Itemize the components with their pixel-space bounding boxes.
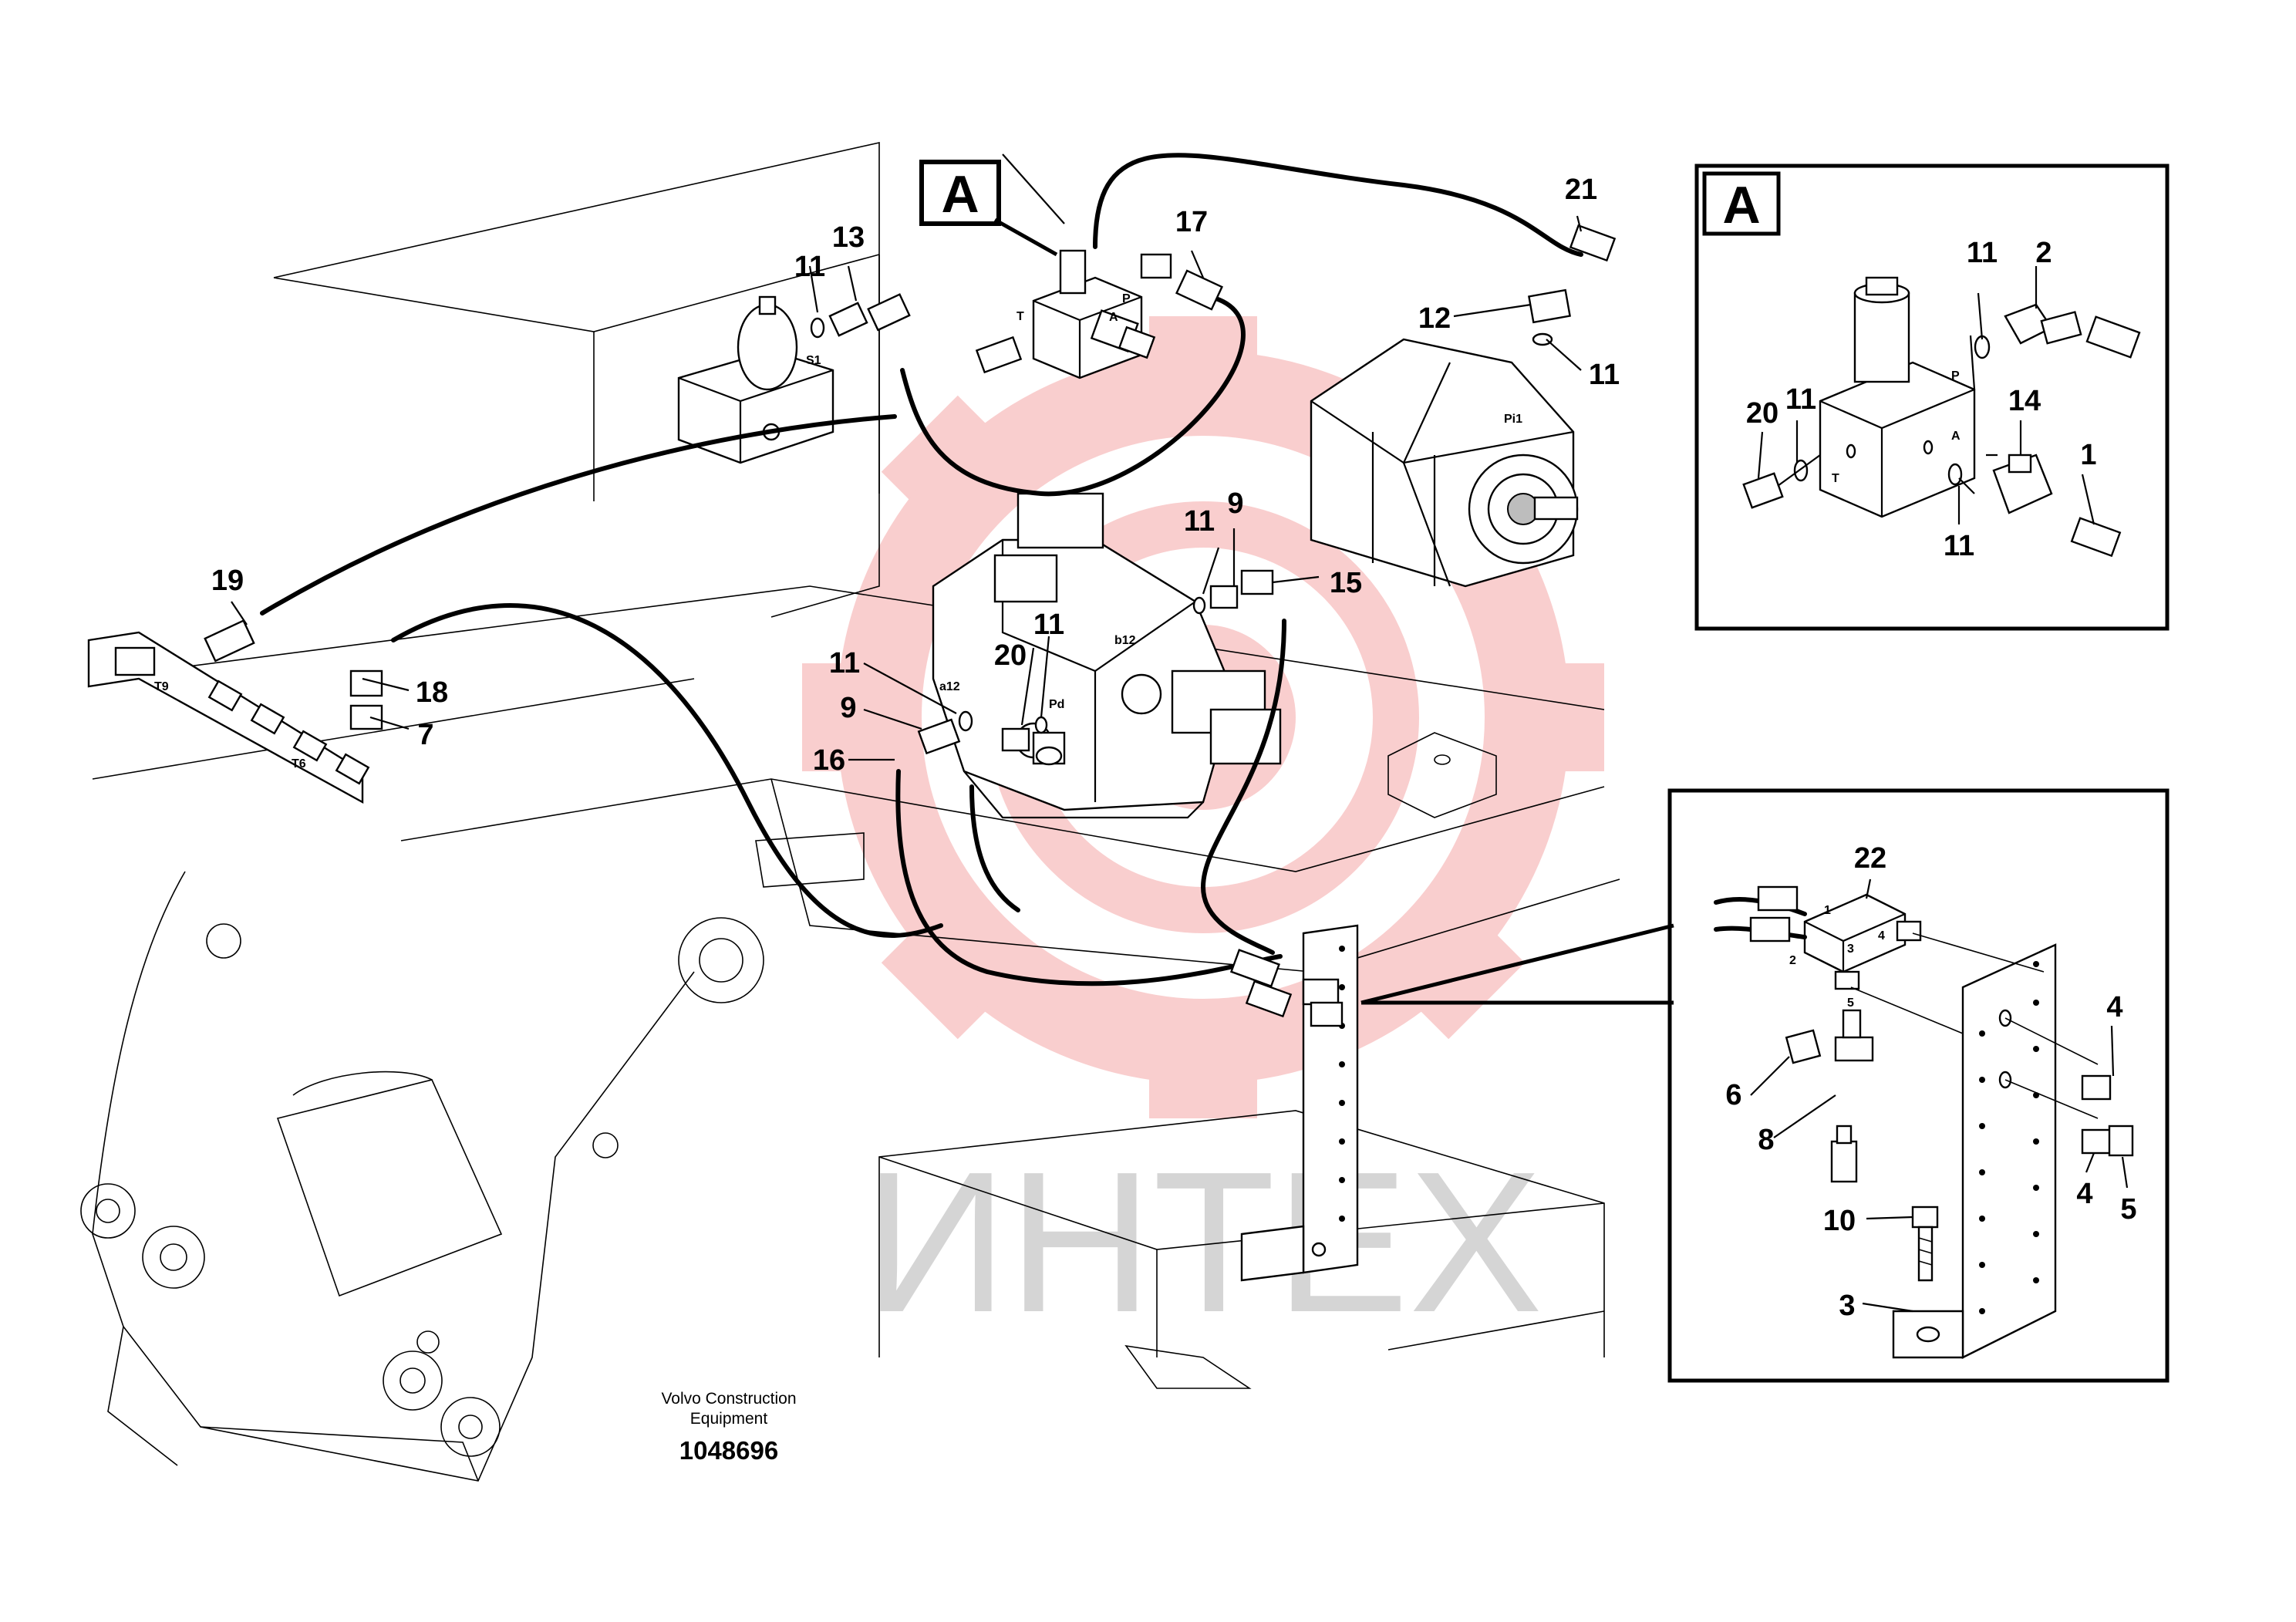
- callout-11a: 11: [794, 251, 825, 283]
- watermark-text: ИНТЕХ: [864, 1131, 1542, 1354]
- svg-text:5: 5: [1847, 996, 1854, 1010]
- svg-text:P: P: [1122, 292, 1131, 305]
- callout-20a: 20: [994, 639, 1027, 672]
- callout-15: 15: [1330, 567, 1362, 599]
- inset-callout-11a: 11: [1967, 237, 1998, 269]
- mounting-bracket-main: [1240, 924, 1359, 1282]
- callout-13: 13: [832, 221, 865, 254]
- svg-text:T: T: [1832, 472, 1839, 485]
- svg-text:a12: a12: [939, 680, 960, 693]
- inset-callout-11b: 11: [1785, 383, 1816, 416]
- callout-16: 16: [813, 744, 845, 777]
- inset-callout-4b: 4: [2076, 1178, 2092, 1210]
- inset-callout-11c: 11: [1944, 530, 1974, 562]
- inset-callout-3: 3: [1839, 1290, 1855, 1322]
- svg-text:S1: S1: [806, 354, 821, 367]
- inset-callout-14: 14: [2008, 385, 2041, 417]
- callout-7: 7: [417, 719, 433, 751]
- inset-callout-2: 2: [2035, 237, 2052, 269]
- svg-text:Pd: Pd: [1049, 698, 1064, 711]
- inset-bracket-detail: 1 2 3 4 5 22 4 6 8 4 5 10 3: [1360, 788, 2170, 1383]
- inset-callout-4a: 4: [2106, 991, 2122, 1023]
- drawing-number: 1048696: [679, 1436, 778, 1465]
- svg-text:T: T: [1017, 310, 1024, 323]
- svg-text:3: 3: [1847, 943, 1854, 956]
- svg-text:b12: b12: [1114, 634, 1136, 647]
- inset-callout-10: 10: [1823, 1205, 1856, 1237]
- svg-text:A: A: [1109, 311, 1118, 324]
- callout-11b: 11: [1589, 359, 1620, 391]
- hydraulic-pump: [1310, 338, 1579, 588]
- callout-12: 12: [1418, 302, 1451, 335]
- footer: Volvo Construction Equipment 1048696: [661, 1390, 796, 1465]
- accumulator: [677, 295, 834, 464]
- maker-line-1: Volvo Construction: [661, 1390, 796, 1408]
- inset-callout-1: 1: [2080, 439, 2096, 471]
- inset-callout-5: 5: [2120, 1193, 2136, 1226]
- callout-9a: 9: [1227, 487, 1243, 520]
- svg-text:T6: T6: [292, 757, 306, 771]
- port-labels-main: S1 T P A Pi1 b12 a12 Pd T9 T6: [154, 292, 1522, 771]
- inset-callout-22: 22: [1854, 842, 1886, 875]
- svg-text:2: 2: [1789, 954, 1796, 967]
- callout-19: 19: [211, 565, 244, 597]
- hoses: [260, 153, 1583, 986]
- detail-badge-main: A: [919, 160, 1058, 257]
- callout-11c: 11: [1184, 505, 1215, 538]
- machine-frame-outline: [80, 142, 1620, 1482]
- svg-text:A: A: [1722, 176, 1760, 234]
- svg-text:4: 4: [1878, 929, 1885, 943]
- svg-text:P: P: [1951, 369, 1960, 383]
- svg-text:Pi1: Pi1: [1504, 413, 1522, 426]
- inset-callout-20: 20: [1746, 397, 1778, 430]
- svg-text:1: 1: [1824, 904, 1831, 917]
- callout-18: 18: [416, 676, 448, 709]
- callout-11d: 11: [829, 647, 860, 679]
- callout-21: 21: [1565, 174, 1597, 206]
- leader-lines: [231, 153, 1583, 761]
- callout-labels-main: 21 17 13 11 12 11 19 18 7 11 9 15 11 20 …: [211, 174, 1620, 777]
- maker-line-2: Equipment: [690, 1410, 768, 1428]
- callout-11e: 11: [1033, 609, 1064, 641]
- callout-17: 17: [1175, 206, 1208, 238]
- fittings: [204, 224, 1617, 1018]
- svg-text:A: A: [941, 165, 979, 224]
- left-manifold: [87, 631, 370, 804]
- inset-detail-a: A P A T: [1694, 164, 2170, 631]
- inset-callout-6: 6: [1725, 1079, 1741, 1111]
- svg-text:T9: T9: [154, 680, 169, 693]
- inset-callout-8: 8: [1758, 1124, 1774, 1156]
- svg-text:A: A: [1951, 430, 1961, 443]
- valve-a-main: [1032, 249, 1156, 379]
- callout-9b: 9: [840, 692, 856, 724]
